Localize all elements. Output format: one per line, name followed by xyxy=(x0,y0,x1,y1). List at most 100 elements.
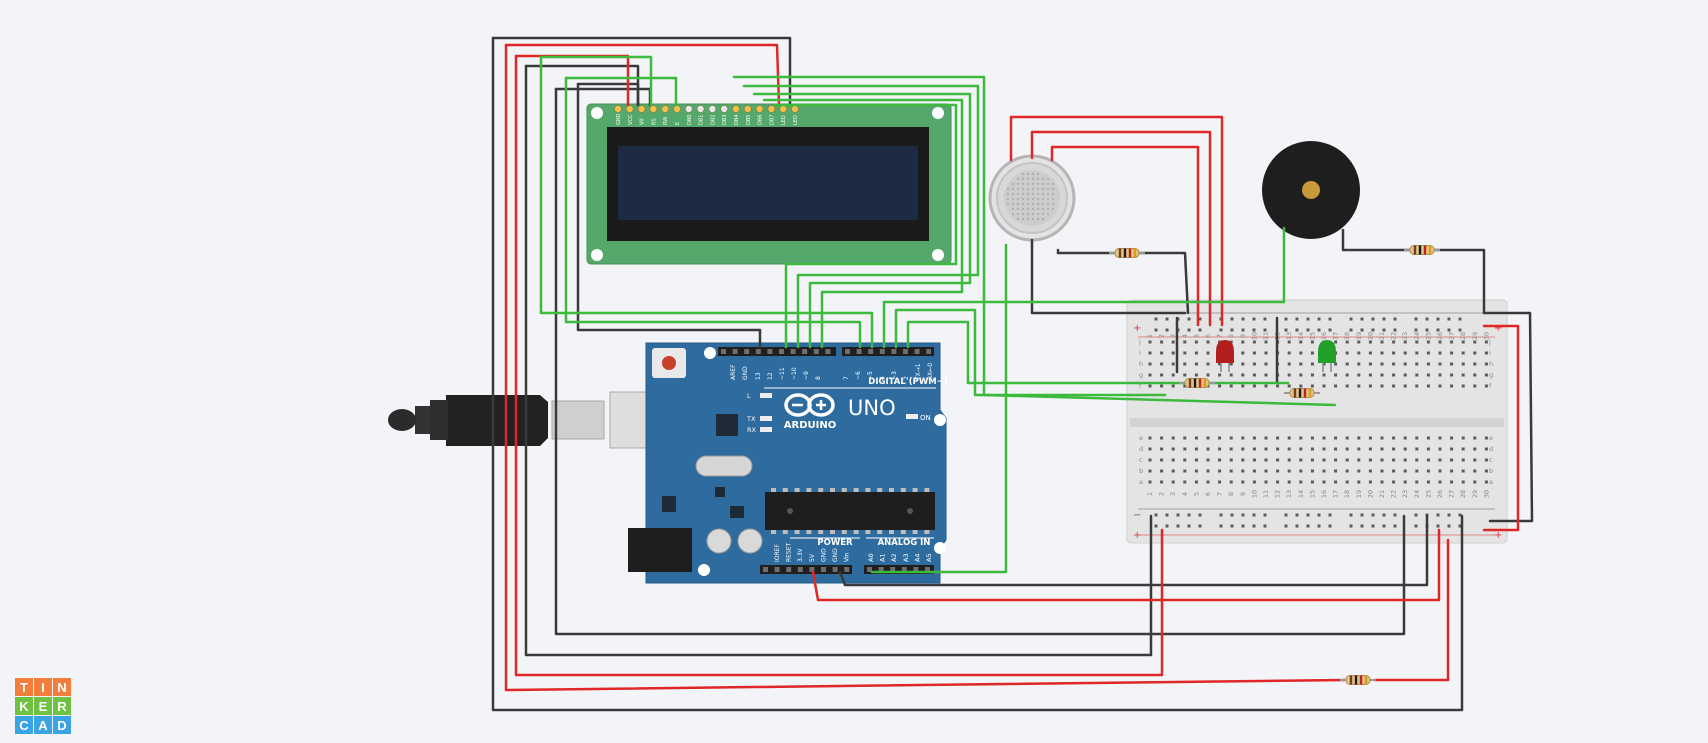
bb-col-number: 18 xyxy=(1343,490,1351,498)
tinkercad-logo[interactable]: T I N K E R C A D xyxy=(15,678,71,734)
bb-col-number: 4 xyxy=(1181,334,1189,338)
bb-col-number: 21 xyxy=(1378,490,1386,498)
lcd-pin-label: DB6 xyxy=(758,115,764,125)
bb-col-number: 16 xyxy=(1320,490,1328,498)
board-led-label: L xyxy=(747,392,751,400)
lcd-pin xyxy=(696,105,705,113)
resistor-sensor[interactable] xyxy=(1109,248,1145,258)
bb-col-number: 28 xyxy=(1459,332,1467,340)
bb-col-number: 14 xyxy=(1297,332,1305,340)
power-pin-label: GND xyxy=(820,548,827,562)
board-led xyxy=(760,427,772,432)
bb-row-letter: f xyxy=(1489,382,1492,390)
bb-row-letter: a xyxy=(1139,478,1143,486)
bb-col-number: 1 xyxy=(1146,334,1154,338)
lcd-pin-label: DB0 xyxy=(687,115,693,125)
resistor-green-led[interactable] xyxy=(1284,388,1320,398)
bb-row-letter: e xyxy=(1489,434,1493,442)
arduino-logo-icon xyxy=(784,393,835,417)
logo-letter-c: C xyxy=(15,716,33,734)
bb-row-letter: i xyxy=(1489,349,1491,357)
usb-cable[interactable] xyxy=(388,391,687,449)
bb-col-number: 29 xyxy=(1471,490,1479,498)
bb-col-number: 20 xyxy=(1366,332,1374,340)
digital-pin-label: 8 xyxy=(815,376,822,380)
red-led[interactable] xyxy=(1216,340,1234,372)
bb-col-number: 1 xyxy=(1146,492,1154,496)
power-pin-label: IOREF xyxy=(774,544,781,562)
rail-plus-label-bottom: + xyxy=(1133,530,1141,541)
piezo-buzzer[interactable] xyxy=(1262,141,1360,239)
lcd-pin-label: DB2 xyxy=(710,115,716,125)
digital-pin-label: 4 xyxy=(879,376,886,380)
bb-row-letter: f xyxy=(1139,382,1142,390)
lcd-pin xyxy=(779,105,788,113)
bb-row-letter: d xyxy=(1489,445,1493,453)
lcd-pin-label: VCC xyxy=(628,114,634,125)
digital-pin-label: 2 xyxy=(903,376,910,380)
wires[interactable] xyxy=(491,36,1534,712)
lcd-pin-label: DB3 xyxy=(722,115,728,125)
lcd-pin xyxy=(661,105,670,113)
digital-pin-label: ~5 xyxy=(867,371,874,380)
power-jack xyxy=(628,528,692,572)
lcd-pin xyxy=(684,105,693,113)
logo-letter-i: I xyxy=(34,678,52,696)
bb-col-number: 14 xyxy=(1297,490,1305,498)
analog-pin-label: A0 xyxy=(867,553,875,562)
resistor-buzzer[interactable] xyxy=(1404,245,1440,255)
bb-col-number: 24 xyxy=(1413,490,1421,498)
bb-col-number: 26 xyxy=(1436,490,1444,498)
bb-col-number: 21 xyxy=(1378,332,1386,340)
power-pin-label: Vin xyxy=(844,552,851,562)
power-pin-label: GND xyxy=(832,548,839,562)
lcd-screen xyxy=(618,146,918,220)
logo-letter-r: R xyxy=(53,697,71,715)
bb-col-number: 19 xyxy=(1355,332,1363,340)
lcd-pin-label: RW xyxy=(663,117,669,125)
reset-button-cap[interactable] xyxy=(662,356,676,370)
bb-col-number: 12 xyxy=(1274,490,1282,498)
bb-col-number: 2 xyxy=(1158,334,1166,338)
resistor-red-led[interactable] xyxy=(1179,378,1215,388)
bb-col-number: 25 xyxy=(1424,490,1432,498)
green-led[interactable] xyxy=(1318,340,1336,372)
bb-col-number: 23 xyxy=(1401,490,1409,498)
bb-col-number: 5 xyxy=(1192,492,1200,496)
lcd-pin-label: V0 xyxy=(640,118,646,125)
logo-letter-e: E xyxy=(34,697,52,715)
lcd-pin xyxy=(732,105,740,113)
analog-in-label: ANALOG IN xyxy=(878,538,931,548)
bb-col-number: 26 xyxy=(1436,332,1444,340)
digital-pin-label: ~11 xyxy=(779,367,786,380)
digital-pin-label: GND xyxy=(742,366,749,380)
logo-letter-t: T xyxy=(15,678,33,696)
bb-col-number: 8 xyxy=(1227,492,1235,496)
digital-pin-label: ~10 xyxy=(791,367,798,380)
bb-col-number: 10 xyxy=(1250,332,1258,340)
bb-row-letter: c xyxy=(1489,456,1493,464)
bb-col-number: 15 xyxy=(1308,332,1316,340)
bb-col-number: 17 xyxy=(1332,332,1340,340)
bb-row-letter: a xyxy=(1489,478,1493,486)
bb-col-number: 23 xyxy=(1401,332,1409,340)
board-led xyxy=(760,393,772,398)
digital-pin-label: RX←0 xyxy=(927,363,934,380)
digital-pin-label: ~6 xyxy=(855,371,862,380)
resistor-bottom[interactable] xyxy=(1340,675,1376,685)
gas-sensor[interactable] xyxy=(988,154,1076,250)
bb-row-letter: j xyxy=(1138,338,1141,346)
board-led-label: TX xyxy=(746,415,756,423)
bb-col-number: 25 xyxy=(1424,332,1432,340)
rail-plus-label-right: + xyxy=(1494,323,1502,334)
bb-col-number: 30 xyxy=(1482,490,1490,498)
lcd-pin xyxy=(791,105,799,113)
bb-col-number: 22 xyxy=(1390,490,1398,498)
logo-letter-n: N xyxy=(53,678,71,696)
crystal xyxy=(695,455,753,477)
power-pin-label: 3.3V xyxy=(797,547,804,562)
